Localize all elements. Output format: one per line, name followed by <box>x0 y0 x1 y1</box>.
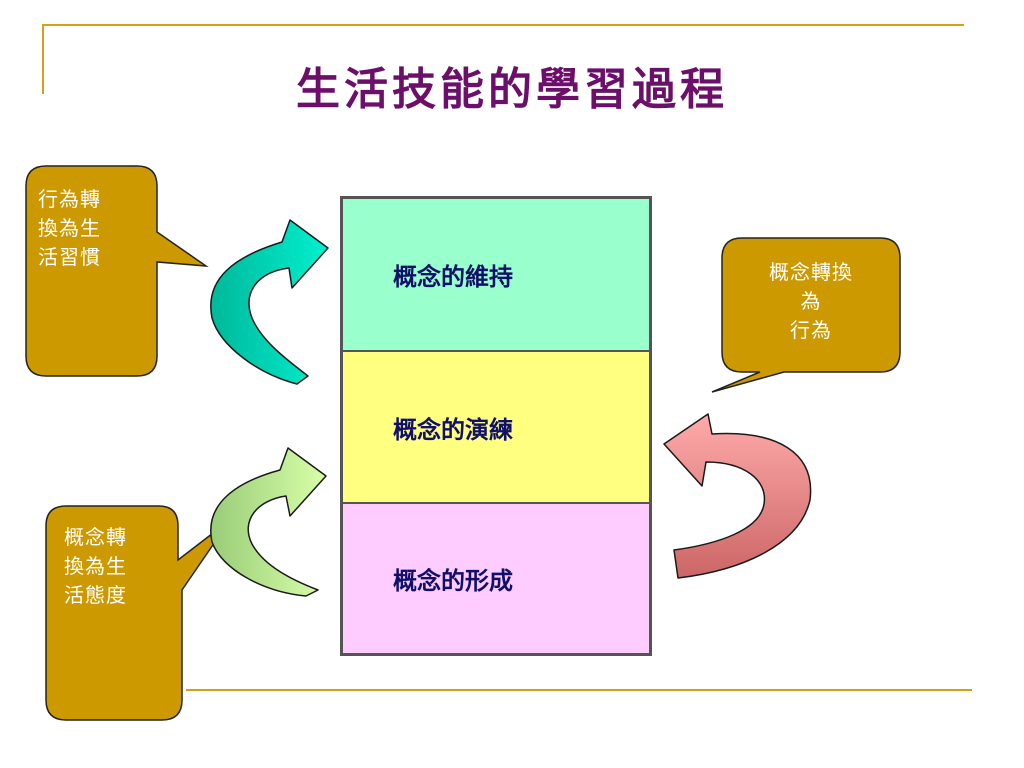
stage-label: 概念的形成 <box>393 566 513 595</box>
slide-title: 生活技能的學習過程 <box>296 64 728 115</box>
callout-line: 換為生 <box>38 216 101 240</box>
curved-arrow-pink <box>663 413 812 579</box>
callout-line: 為 <box>800 289 822 313</box>
callout-line: 概念轉換 <box>769 260 853 284</box>
callout-line: 行為轉 <box>38 187 101 211</box>
stage-stack: 概念的維持 概念的演練 概念的形成 <box>340 196 652 656</box>
callout-text-top-left: 行為轉 換為生 活習慣 <box>38 185 148 272</box>
curved-arrow-lightgreen <box>210 447 327 597</box>
stage-label: 概念的維持 <box>393 262 513 291</box>
stage-practice: 概念的演練 <box>343 352 649 502</box>
callout-bubble-right <box>711 237 901 393</box>
curved-arrow-teal <box>210 219 329 385</box>
callout-line: 活態度 <box>64 583 127 607</box>
callout-line: 行為 <box>790 318 832 342</box>
callout-bubble-top-left <box>25 165 209 377</box>
callout-line: 活習慣 <box>38 245 101 269</box>
callout-bubble-bottom-left <box>45 505 231 721</box>
callout-text-right: 概念轉換 為 行為 <box>722 258 900 345</box>
callout-line: 換為生 <box>64 554 127 578</box>
stage-label: 概念的演練 <box>393 414 513 444</box>
callout-line: 概念轉 <box>64 525 127 549</box>
frame-line-top <box>42 24 964 26</box>
stage-formation: 概念的形成 <box>343 504 649 653</box>
frame-line-left <box>42 24 44 94</box>
frame-line-bottom <box>186 689 972 691</box>
callout-text-bottom-left: 概念轉 換為生 活態度 <box>64 523 174 610</box>
stage-maintenance: 概念的維持 <box>343 199 649 350</box>
